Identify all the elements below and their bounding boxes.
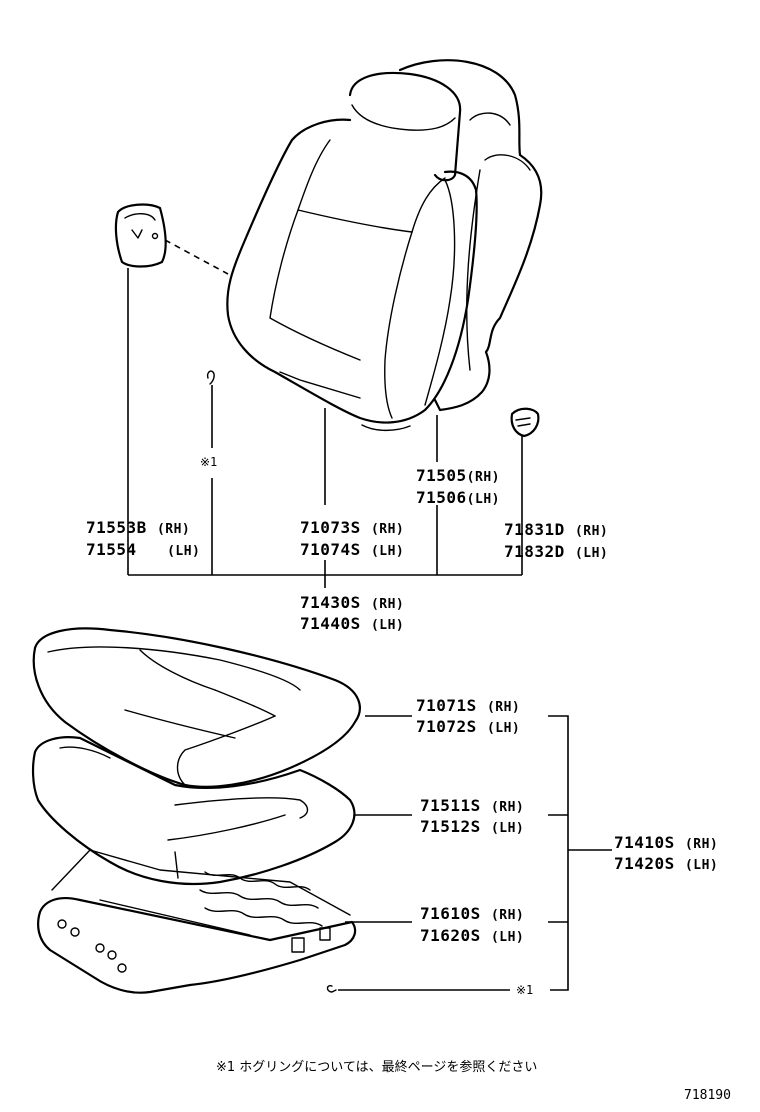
label-71610s: 71610S (RH) <box>420 904 525 923</box>
label-71420s: 71420S (LH) <box>614 854 719 873</box>
footnote: ※1 ホグリングについては、最終ページを参照ください <box>216 1060 538 1075</box>
lower-leader-lines <box>338 715 612 991</box>
label-71073s: 71073S (RH) <box>300 518 405 537</box>
seatback-cover-drawing <box>226 71 478 432</box>
label-71440s: 71440S (LH) <box>300 614 405 633</box>
seat-track-cover-drawing <box>510 407 540 438</box>
label-71620s: 71620S (LH) <box>420 926 525 945</box>
shield-cover-dashline <box>164 239 229 275</box>
label-71553b: 71553B (RH) <box>86 518 191 537</box>
label-71832d: 71832D (LH) <box>504 542 609 561</box>
ref-marker-upper: ※1 <box>200 455 218 469</box>
seatback-frame-drawing <box>398 59 543 412</box>
hog-ring-upper-drawing <box>206 370 215 385</box>
label-71506: 71506(LH) <box>416 488 500 507</box>
cushion-frame-drawing <box>37 849 357 994</box>
label-71072s: 71072S (LH) <box>416 717 521 736</box>
upper-leader-lines <box>127 268 523 588</box>
cushion-cover-drawing <box>32 627 361 788</box>
cushion-pad-drawing <box>31 736 356 886</box>
ref-marker-lower: ※1 <box>516 983 534 997</box>
label-71511s: 71511S (RH) <box>420 796 525 815</box>
label-71074s: 71074S (LH) <box>300 540 405 559</box>
label-71505: 71505(RH) <box>416 466 500 485</box>
hog-ring-lower-drawing <box>326 984 337 993</box>
label-71512s: 71512S (LH) <box>420 817 525 836</box>
label-71430s: 71430S (RH) <box>300 593 405 612</box>
figure-number: 718190 <box>684 1088 731 1103</box>
label-71410s: 71410S (RH) <box>614 833 719 852</box>
label-71071s: 71071S (RH) <box>416 696 521 715</box>
label-71554: 71554 (LH) <box>86 540 201 559</box>
label-71831d: 71831D (RH) <box>504 520 609 539</box>
shield-cover-drawing <box>114 203 167 268</box>
